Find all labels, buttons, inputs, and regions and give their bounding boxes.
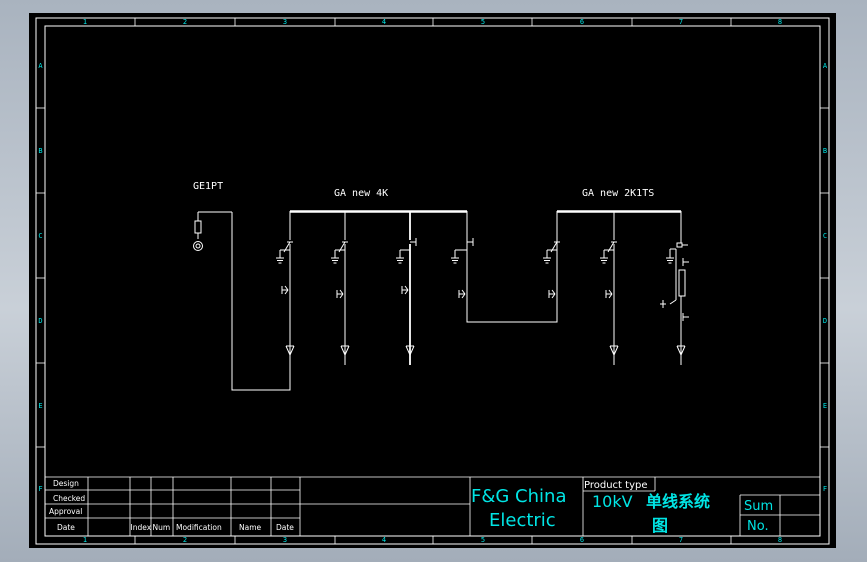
label-ge1pt: GE1PT	[193, 181, 223, 192]
zone-col-bottom-8: 8	[778, 536, 782, 544]
feeder-bay-2	[331, 211, 350, 365]
tb-checked-label: Checked	[53, 494, 85, 503]
zone-row-right-b: B	[823, 147, 827, 155]
zone-col-bottom-3: 3	[283, 536, 287, 544]
tb-date-label: Date	[57, 523, 75, 532]
zone-col-bottom-2: 2	[183, 536, 187, 544]
tb-modification-label: Modification	[176, 523, 222, 532]
zone-col-top-1: 1	[83, 18, 87, 26]
bus-tie-link	[466, 211, 558, 323]
zone-row-left-d: D	[38, 317, 42, 325]
zone-row-right-a: A	[823, 62, 828, 70]
zone-ticks	[36, 18, 829, 544]
zone-col-top-6: 6	[580, 18, 584, 26]
inner-frame	[44, 25, 821, 537]
zone-col-bottom-6: 6	[580, 536, 584, 544]
tb-name-label: Name	[239, 523, 262, 532]
zone-col-top-7: 7	[679, 18, 683, 26]
label-ga-new-2k1ts: GA new 2K1TS	[582, 188, 654, 199]
company-name-line1: F&G China	[471, 486, 566, 507]
drawing-title-cn2: 图	[652, 516, 668, 535]
feeder-bay-3	[396, 211, 417, 365]
tb-index-label: Index	[131, 523, 152, 532]
label-ga-new-4k: GA new 4K	[334, 188, 388, 199]
zone-col-top-4: 4	[382, 18, 386, 26]
feeder-bay-1	[276, 211, 295, 365]
zone-col-top-5: 5	[481, 18, 485, 26]
zone-col-bottom-4: 4	[382, 536, 386, 544]
sheet-background	[29, 13, 836, 548]
feeder-bay-5	[543, 241, 560, 299]
drawing-title-prefix: 10kV	[592, 492, 633, 511]
zone-row-right-e: E	[823, 402, 827, 410]
feeder-bay-6	[600, 211, 619, 365]
zone-row-right-f: F	[823, 485, 827, 493]
feeder-bay-7	[660, 211, 689, 365]
zone-col-top-2: 2	[183, 18, 187, 26]
zone-col-top-8: 8	[778, 18, 782, 26]
zone-labels: 1 2 3 4 5 6 7 8 1 2 3 4 5 6 7 8 A B C D …	[38, 18, 828, 544]
zone-row-left-c: C	[38, 232, 42, 240]
zone-col-bottom-1: 1	[83, 536, 87, 544]
outer-frame	[35, 17, 830, 545]
zone-row-left-a: A	[38, 62, 43, 70]
pt-unit	[193, 211, 291, 391]
zone-col-bottom-5: 5	[481, 536, 485, 544]
sum-label: Sum	[744, 499, 773, 514]
title-block: Design Checked Approval Date Index Num M…	[45, 476, 820, 536]
zone-row-left-e: E	[38, 402, 42, 410]
single-line-diagram: GE1PT GA new 4K GA new 2K1TS	[193, 181, 689, 391]
zone-row-right-d: D	[823, 317, 827, 325]
drawing-title-cn: 单线系统	[646, 492, 710, 511]
product-type-label: Product type	[584, 480, 648, 491]
tb-approval-label: Approval	[49, 507, 82, 516]
zone-row-left-f: F	[38, 485, 42, 493]
tb-num-label: Num	[153, 523, 171, 532]
tb-design-label: Design	[53, 479, 79, 488]
zone-row-right-c: C	[823, 232, 827, 240]
no-label: No.	[747, 519, 769, 534]
feeder-bay-4	[451, 211, 474, 299]
tb-date2-label: Date	[276, 523, 294, 532]
zone-col-bottom-7: 7	[679, 536, 683, 544]
zone-row-left-b: B	[38, 147, 42, 155]
company-name-line2: Electric	[489, 510, 556, 531]
zone-col-top-3: 3	[283, 18, 287, 26]
